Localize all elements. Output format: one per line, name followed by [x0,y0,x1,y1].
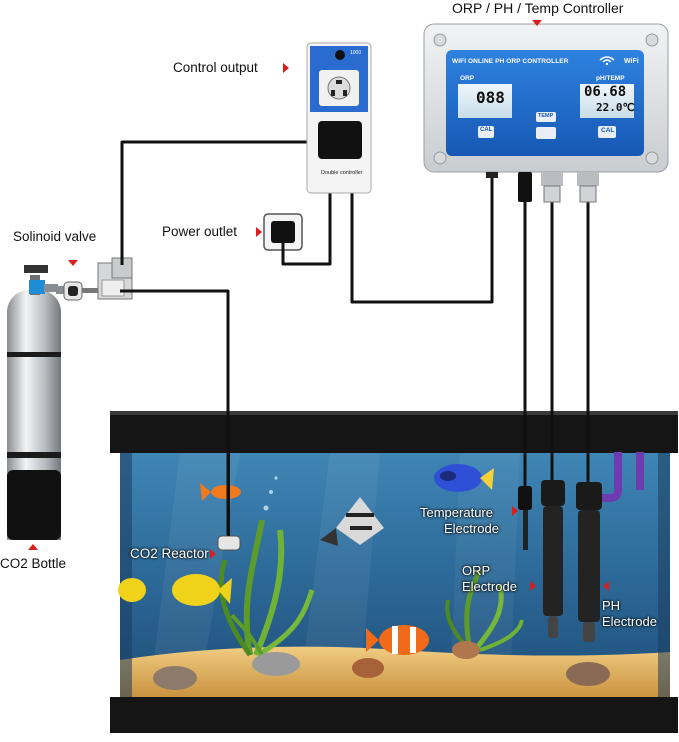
arrow-marker-icon [210,549,216,559]
orp-display-value: 088 [476,88,505,107]
wifi-icon [598,52,616,66]
strip-caption: Double controller [321,170,363,176]
ph-electrode [576,482,602,642]
plant-left [218,519,315,658]
label-co2-reactor: CO2 Reactor [130,546,209,561]
controller-wifi-text: WiFi [624,58,639,65]
cables [120,140,590,540]
label-control-output: Control output [173,60,258,75]
co2-bottle [7,265,61,540]
temp-button: TEMP [538,113,554,119]
blue-tang [434,464,494,492]
arrow-marker-icon [283,63,289,73]
strip-top-text: 1000 [350,50,362,56]
ph-display-value: 06.68 [584,84,627,100]
arrow-marker-icon [603,581,609,591]
label-temperature-electrode-2: Electrode [444,521,499,536]
arrow-marker-icon [532,20,542,26]
orp-electrode [541,480,565,638]
plant-right [445,568,524,652]
label-ph-electrode-1: PH [602,598,621,613]
angelfish [320,497,384,546]
arrow-marker-icon [28,544,38,550]
temperature-electrode [518,486,532,550]
controller-ph-label: pH/TEMP [596,75,625,82]
control-output-strip [306,42,372,194]
yellow-fish-edge [118,578,146,602]
rock [352,658,384,678]
label-temperature-electrode-1: Temperature [420,505,493,520]
label-co2-bottle: CO2 Bottle [0,556,67,571]
arrow-marker-icon [68,260,78,266]
co2-reactor [217,452,241,551]
ph-orp-controller [423,23,669,203]
power-outlet [263,213,303,251]
rock [566,662,610,686]
temp-display-value: 22.0℃ [596,101,635,114]
label-solenoid-valve: Solinoid valve [13,229,97,244]
label-power-outlet: Power outlet [162,224,238,239]
tank-lid [110,411,678,453]
controller-orp-label: ORP [460,75,475,82]
arrow-marker-icon [512,506,518,516]
rock [252,652,300,676]
clownfish [366,625,429,655]
label-orp-electrode-2: Electrode [462,579,517,594]
tank-base [110,697,678,733]
yellow-tang [172,574,232,606]
cal-left-button: CAL [480,127,493,133]
solenoid-valve [56,257,133,301]
arrow-marker-icon [530,581,536,591]
arrow-marker-icon [256,227,262,237]
rock [452,641,480,659]
label-controller-title: ORP / PH / Temp Controller [452,0,624,16]
label-orp-electrode-1: ORP [462,563,491,578]
label-ph-electrode-2: Electrode [602,614,657,629]
rock [153,666,197,690]
cal-right-button: CAL [601,127,615,134]
goldfish [200,483,241,501]
controller-brand-line: WIFI ONLINE PH ORP CONTROLLER [452,58,569,65]
